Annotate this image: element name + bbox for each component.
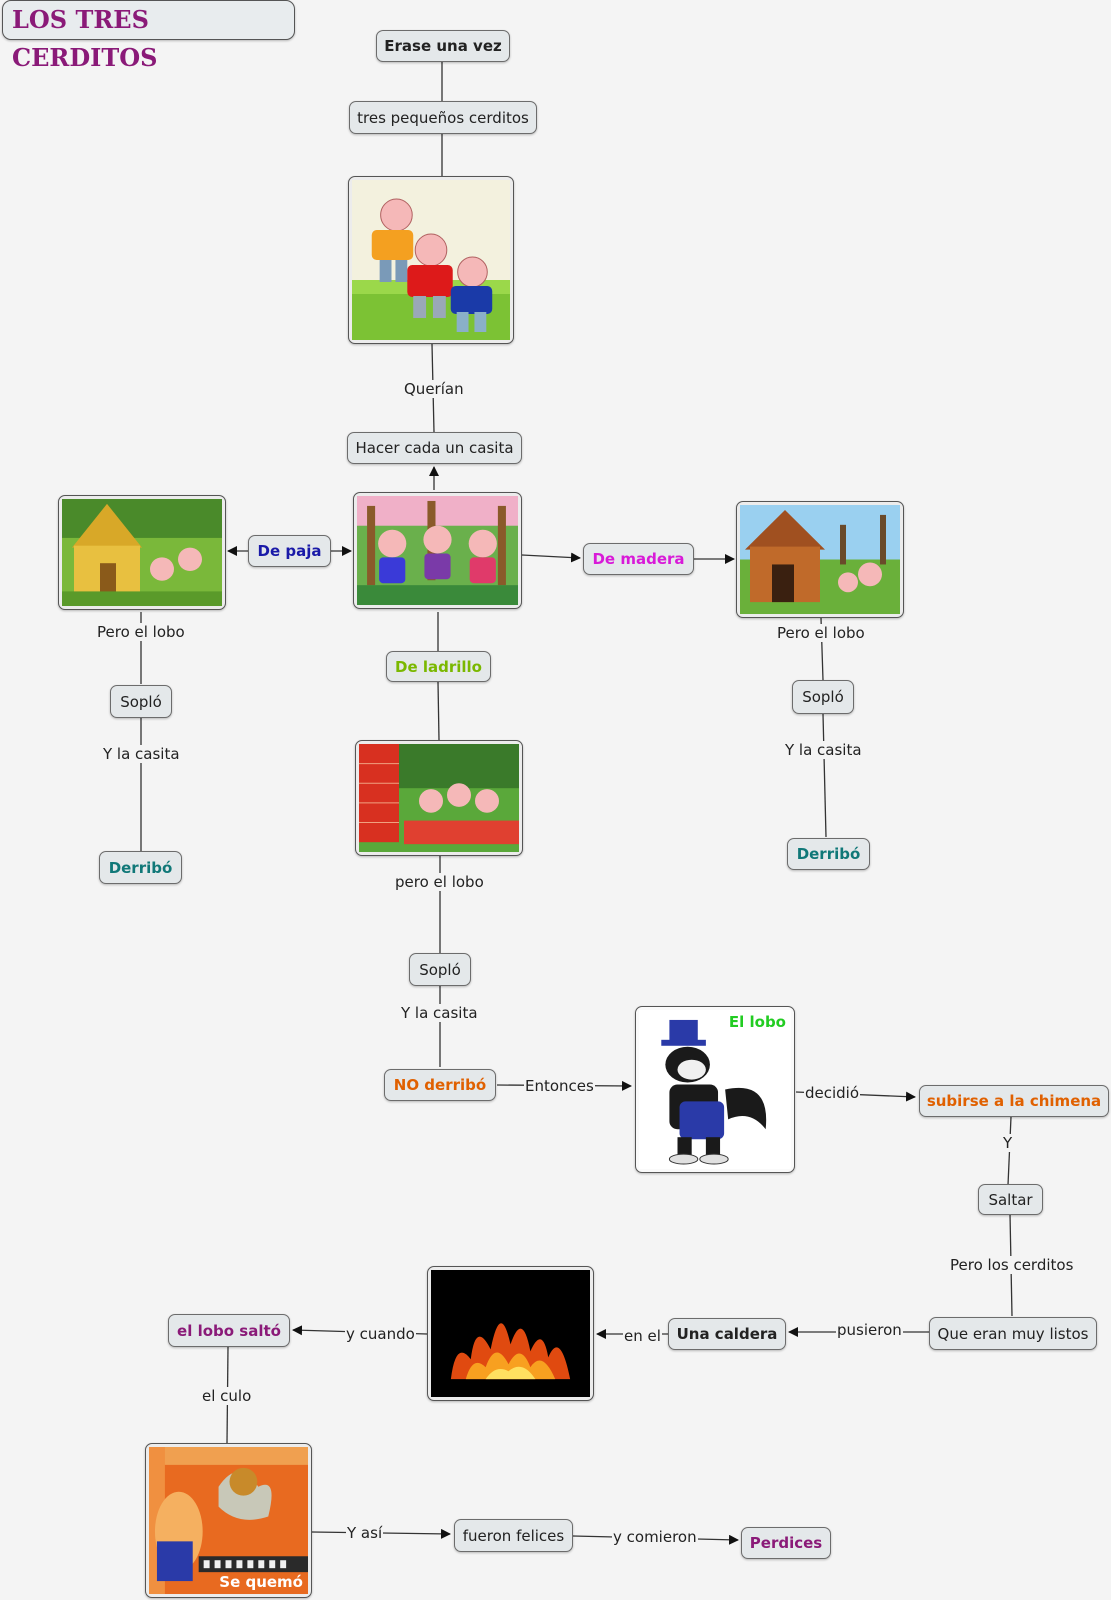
wolf-burned-caption: Se quemó	[219, 1573, 303, 1591]
wolf-caption: El lobo	[728, 1013, 786, 1031]
three-pigs-illustration-icon	[357, 496, 518, 605]
node-soplo-mid[interactable]: Sopló	[409, 953, 471, 986]
diagram-title: LOS TRES CERDITOS	[2, 0, 295, 72]
node-fueron-felices[interactable]: fueron felices	[454, 1519, 573, 1552]
label-pero-cerditos: Pero los cerditos	[949, 1256, 1075, 1274]
node-saltar[interactable]: Saltar	[978, 1184, 1043, 1215]
label-y-casita-mid: Y la casita	[400, 1004, 479, 1022]
node-una-caldera[interactable]: Una caldera	[668, 1318, 786, 1350]
label-pero-lobo-left: Pero el lobo	[96, 623, 186, 641]
wolf-illustration-icon	[639, 1010, 791, 1169]
label-pero-lobo-right: Pero el lobo	[776, 624, 866, 642]
brick-house-illustration-icon	[359, 744, 519, 852]
wolf-burned-image[interactable]: Se quemó	[145, 1443, 312, 1598]
fire-illustration-icon	[431, 1270, 590, 1397]
node-muy-listos[interactable]: Que eran muy listos	[929, 1317, 1097, 1350]
node-subirse-chimena[interactable]: subirse a la chimena	[919, 1085, 1109, 1117]
wooden-house-illustration-icon	[740, 505, 900, 614]
label-en-el: en el	[623, 1327, 662, 1345]
node-soplo-left[interactable]: Sopló	[110, 685, 172, 718]
node-derribo-left[interactable]: Derribó	[99, 851, 182, 884]
label-y-casita-right: Y la casita	[784, 741, 863, 759]
node-lobo-salto[interactable]: el lobo saltó	[168, 1314, 290, 1347]
straw-house-image[interactable]	[58, 495, 226, 610]
wolf-image[interactable]: El lobo	[635, 1006, 795, 1173]
wooden-house-image[interactable]	[736, 501, 904, 618]
label-y-cuando: y cuando	[345, 1325, 416, 1343]
node-de-ladrillo[interactable]: De ladrillo	[386, 651, 491, 682]
node-hacer-casita[interactable]: Hacer cada un casita	[347, 432, 522, 464]
node-derribo-right[interactable]: Derribó	[787, 838, 870, 870]
fire-image[interactable]	[427, 1266, 594, 1401]
label-y-casita-left: Y la casita	[102, 745, 181, 763]
node-de-paja[interactable]: De paja	[248, 535, 331, 567]
label-y-comieron: y comieron	[612, 1528, 698, 1546]
label-decidio: decidió	[804, 1084, 861, 1102]
label-y: Y	[1002, 1134, 1014, 1152]
label-el-culo: el culo	[201, 1387, 253, 1405]
three-pigs-illustration-icon	[352, 180, 510, 340]
label-pero-lobo-mid: pero el lobo	[394, 873, 485, 891]
node-de-madera[interactable]: De madera	[583, 543, 694, 575]
label-pusieron: pusieron	[836, 1321, 903, 1339]
brick-house-image[interactable]	[355, 740, 523, 856]
label-entonces: Entonces	[524, 1077, 595, 1095]
node-tres-cerditos[interactable]: tres pequeños cerditos	[349, 101, 537, 134]
node-erase-una-vez[interactable]: Erase una vez	[376, 30, 510, 62]
label-y-asi: Y así	[346, 1524, 384, 1542]
three-pigs-image[interactable]	[348, 176, 514, 344]
pigs-forest-image[interactable]	[353, 492, 522, 609]
node-soplo-right[interactable]: Sopló	[792, 680, 854, 714]
wolf-burned-illustration-icon	[149, 1447, 308, 1594]
node-no-derribo[interactable]: NO derribó	[384, 1069, 496, 1101]
label-querian: Querían	[403, 380, 465, 398]
straw-house-illustration-icon	[62, 499, 222, 606]
node-perdices[interactable]: Perdices	[741, 1527, 831, 1559]
